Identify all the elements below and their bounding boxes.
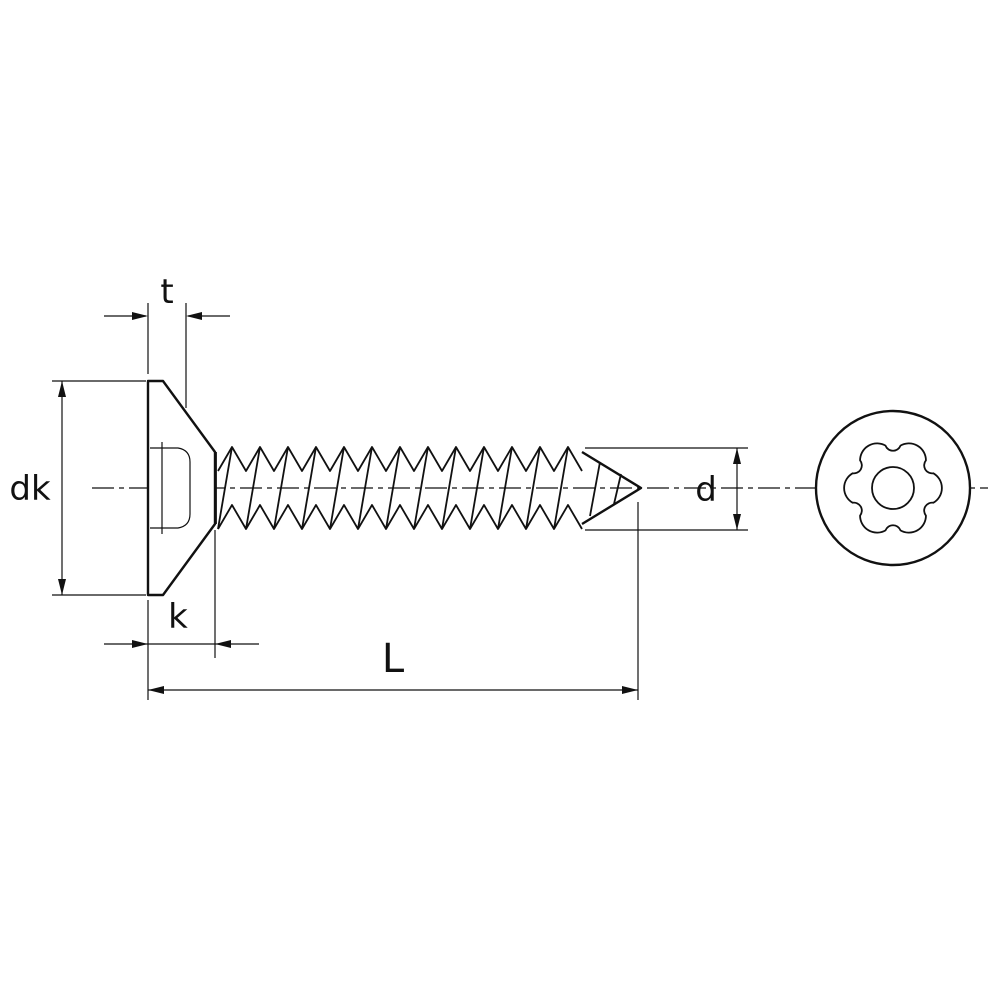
- security-pin-circle: [871, 466, 915, 510]
- thread-helix-lines: [217, 446, 569, 530]
- head-outline-circle: [814, 409, 972, 567]
- tip-thread-lines: [589, 461, 622, 517]
- dimension-dk: dk: [9, 380, 146, 596]
- dimension-d: d: [585, 447, 748, 531]
- label-k: k: [168, 597, 188, 637]
- thread-crest-bottom: [217, 504, 583, 530]
- torx-recess-outline: [843, 442, 943, 534]
- screw-end-view: [814, 409, 972, 567]
- screw-tip: [581, 450, 643, 526]
- dimension-k: k: [104, 530, 259, 658]
- dimension-t: t: [104, 272, 230, 408]
- label-dk: dk: [9, 469, 51, 509]
- screw-head-side: [146, 379, 217, 597]
- label-d: d: [695, 470, 717, 510]
- recess-profile: [150, 442, 191, 534]
- label-L: L: [382, 636, 405, 682]
- dimension-L: L: [147, 502, 639, 700]
- screw-side-view: [146, 379, 643, 597]
- label-t: t: [160, 272, 173, 312]
